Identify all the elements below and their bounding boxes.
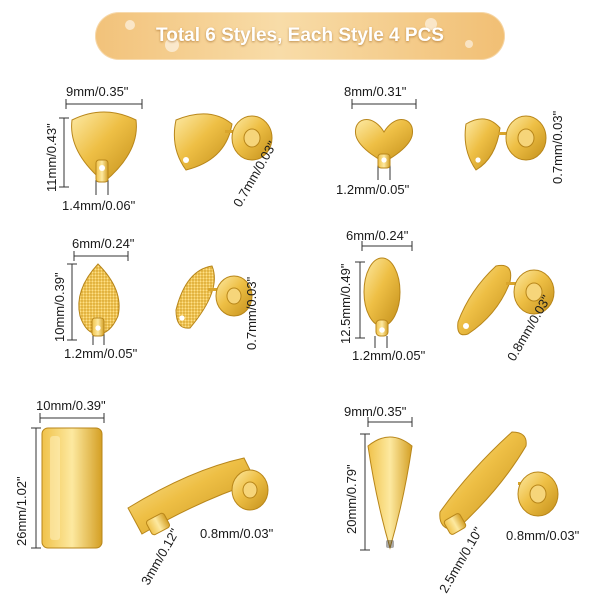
style1-width-label: 9mm/0.35" — [66, 84, 129, 99]
style6-width-label: 9mm/0.35" — [344, 404, 407, 419]
banner-title: Total 6 Styles, Each Style 4 PCS — [156, 25, 444, 46]
style4-width-label: 6mm/0.24" — [346, 228, 409, 243]
style1-front — [71, 111, 137, 183]
style4-hole-label: 1.2mm/0.05" — [352, 348, 426, 363]
style4-height-label: 12.5mm/0.49" — [338, 263, 353, 345]
style3-front — [78, 263, 120, 337]
style1-side — [173, 113, 273, 171]
dimension-lines — [31, 99, 417, 551]
style2-hole-label: 1.2mm/0.05" — [336, 182, 410, 197]
style2-width-label: 8mm/0.31" — [344, 84, 407, 99]
sparkle-decoration — [465, 40, 473, 48]
style1-height-label: 11mm/0.43" — [44, 123, 59, 192]
style4-front — [363, 257, 401, 337]
style5-front — [41, 427, 103, 549]
sparkle-decoration — [125, 20, 135, 30]
style4-side — [457, 264, 555, 336]
style6-pin-label: 0.8mm/0.03" — [506, 528, 580, 543]
style2-pin-label: 0.7mm/0.03" — [550, 110, 565, 184]
style2-side — [464, 115, 547, 171]
title-banner: Total 6 Styles, Each Style 4 PCS — [95, 12, 505, 60]
style5-height-label: 26mm/1.02" — [14, 476, 29, 546]
style1-hole-label: 1.4mm/0.06" — [62, 198, 136, 213]
style5-width-label: 10mm/0.39" — [36, 398, 106, 413]
style6-front — [367, 436, 413, 550]
style3-side — [175, 265, 253, 329]
style3-height-label: 10mm/0.39" — [52, 272, 67, 342]
style3-hole-label: 1.2mm/0.05" — [64, 346, 138, 361]
style3-width-label: 6mm/0.24" — [72, 236, 135, 251]
style2-front — [355, 119, 413, 169]
style6-height-label: 20mm/0.79" — [344, 464, 359, 534]
style6-side — [439, 431, 559, 535]
style3-pin-label: 0.7mm/0.03" — [244, 276, 259, 350]
sparkle-decoration — [165, 38, 179, 52]
sparkle-decoration — [425, 18, 437, 30]
style5-pin-label: 0.8mm/0.03" — [200, 526, 274, 541]
style5-side — [127, 457, 269, 536]
